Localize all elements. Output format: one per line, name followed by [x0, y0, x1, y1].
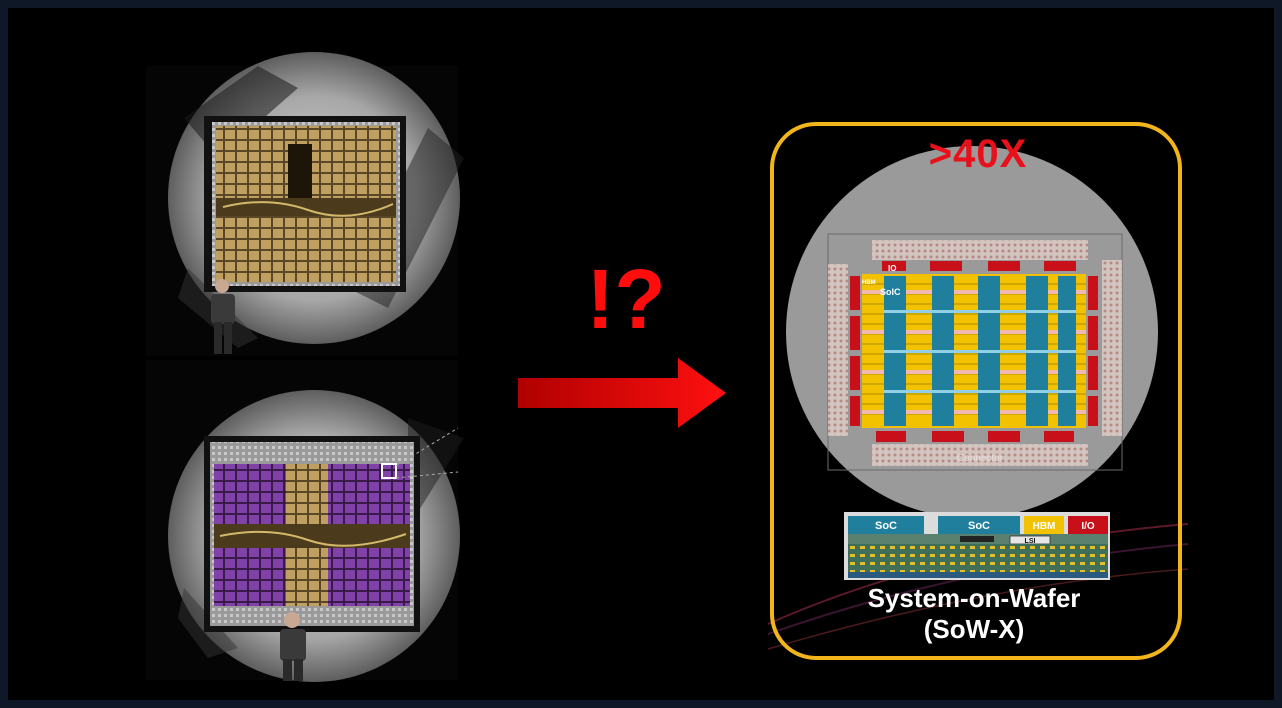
photo-bottom: [146, 360, 464, 682]
cross-io: I/O: [1081, 521, 1095, 532]
slide: !?: [8, 8, 1274, 700]
red-arrow: [518, 358, 726, 428]
connector-top: [872, 240, 1088, 260]
connector-bottom: [872, 444, 1088, 466]
cross-hbm: HBM: [1033, 521, 1056, 532]
multiplier-label: >40X: [928, 132, 1028, 176]
io-label-top: IO: [888, 264, 896, 273]
connector-left: [828, 264, 848, 436]
hbm-label-small: HBM: [862, 280, 876, 286]
cross-section: SoC SoC HBM I/O LSI: [844, 512, 1110, 580]
presenter-figure-bottom: [280, 612, 306, 681]
cross-lsi: LSI: [1025, 538, 1036, 545]
diagram-title: System-on-Wafer (SoW-X): [774, 583, 1174, 645]
left-photos: [146, 52, 726, 682]
presenter-figure-top: [211, 279, 235, 354]
connector-right: [1102, 260, 1122, 436]
question-exclamation-mark: !?: [586, 252, 666, 346]
io-blocks-top: [882, 261, 1076, 271]
cross-soc-2: SoC: [968, 520, 990, 532]
io-blocks-side: [850, 276, 1098, 426]
title-line-1: System-on-Wafer: [867, 583, 1081, 613]
cross-soc-1: SoC: [875, 520, 897, 532]
connector-label: Connector: [957, 453, 1004, 464]
soic-label: SoIC: [880, 287, 901, 297]
photo-top: [146, 52, 464, 356]
soc-hbm-grid: [862, 274, 1086, 428]
highlight-frame: [770, 122, 1182, 660]
title-line-2: (SoW-X): [923, 614, 1025, 644]
io-blocks-bottom: [876, 431, 1074, 442]
sow-x-diagram: IO HBM SoIC Connector SoC SoC HBM I/O LS…: [767, 122, 1188, 660]
